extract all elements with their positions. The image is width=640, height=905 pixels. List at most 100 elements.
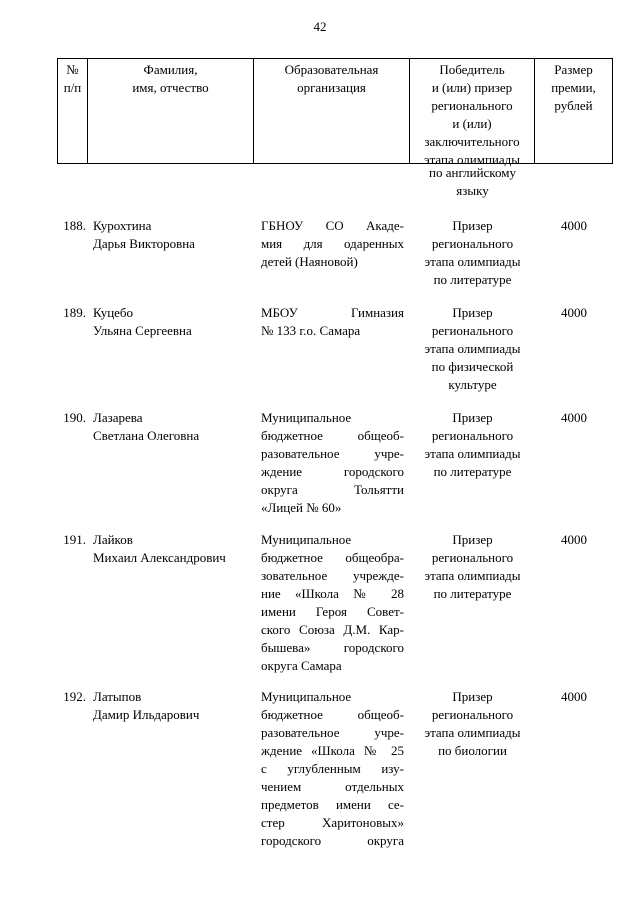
header-winner-line: Победитель bbox=[439, 62, 505, 77]
status-line: Призер bbox=[452, 305, 493, 320]
status-line: Призер bbox=[452, 218, 493, 233]
row-status: Призер регионального этапа олимпиады по … bbox=[410, 531, 535, 603]
row-status: Призер регионального этапа олимпиады по … bbox=[410, 217, 535, 289]
status-line: регионального bbox=[431, 707, 514, 722]
row-number: 192. bbox=[63, 689, 86, 704]
header-prize-line: рублей bbox=[554, 98, 593, 113]
org-line: мия для одаренных bbox=[261, 236, 404, 251]
org-line: имени Героя Совет- bbox=[261, 604, 404, 619]
given-names: Дамир Ильдарович bbox=[93, 707, 200, 722]
row-status: Призер регионального этапа олимпиады по … bbox=[410, 304, 535, 394]
status-line: регионального bbox=[431, 428, 514, 443]
org-line: зовательное учрежде- bbox=[261, 568, 404, 583]
status-line: регионального bbox=[431, 236, 514, 251]
header-prize-line: Размер bbox=[554, 62, 593, 77]
header-tail-line: языку bbox=[456, 183, 489, 198]
header-tail-line: по английскому bbox=[429, 165, 516, 180]
org-line: Муниципальное bbox=[261, 532, 352, 547]
org-line: бюджетное общеоб- bbox=[261, 707, 404, 722]
row-organization: Муниципальное бюджетное общеоб- разовате… bbox=[261, 688, 404, 850]
surname: Курохтина bbox=[93, 218, 152, 233]
status-line: регионального bbox=[431, 550, 514, 565]
row-prize-amount: 4000 bbox=[561, 218, 587, 233]
header-org-cell: Образовательная организация bbox=[253, 59, 409, 163]
status-line: по физической bbox=[431, 359, 514, 374]
given-names: Дарья Викторовна bbox=[93, 236, 195, 251]
status-line: регионального bbox=[431, 323, 514, 338]
surname: Куцебо bbox=[93, 305, 134, 320]
org-line: округа Самара bbox=[261, 658, 342, 673]
surname: Латыпов bbox=[93, 689, 142, 704]
status-line: этапа олимпиады bbox=[424, 725, 521, 740]
status-line: по биологии bbox=[438, 743, 507, 758]
row-prize-amount: 4000 bbox=[561, 410, 587, 425]
status-line: Призер bbox=[452, 410, 493, 425]
row-fullname: Латыпов Дамир Ильдарович bbox=[93, 688, 253, 724]
header-winner-line: заключительного bbox=[424, 134, 520, 149]
org-line: бюджетное общеоб- bbox=[261, 428, 404, 443]
header-winner-line: этапа олимпиады bbox=[423, 152, 521, 167]
header-name-line: Фамилия, bbox=[143, 62, 198, 77]
org-line: с углубленным изу- bbox=[261, 761, 404, 776]
surname: Лазарева bbox=[93, 410, 143, 425]
org-line: ждение «Школа № 25 bbox=[261, 743, 404, 758]
row-number: 188. bbox=[63, 218, 86, 233]
status-line: этапа олимпиады bbox=[424, 446, 521, 461]
header-num-line: п/п bbox=[63, 80, 82, 95]
header-num-cell: № п/п bbox=[57, 59, 87, 163]
row-organization: Муниципальное бюджетное общеоб- разовате… bbox=[261, 409, 404, 517]
row-prize-amount: 4000 bbox=[561, 532, 587, 547]
status-line: по литературе bbox=[433, 464, 512, 479]
header-name-line: имя, отчество bbox=[132, 80, 209, 95]
row-organization: МБОУ Гимназия № 133 г.о. Самара bbox=[261, 304, 404, 340]
status-line: этапа олимпиады bbox=[424, 341, 521, 356]
row-number: 189. bbox=[63, 305, 86, 320]
status-line: этапа олимпиады bbox=[424, 254, 521, 269]
status-line: Призер bbox=[452, 689, 493, 704]
org-line: № 133 г.о. Самара bbox=[261, 323, 361, 338]
org-line: чением отдельных bbox=[261, 779, 404, 794]
status-line: Призер bbox=[452, 532, 493, 547]
given-names: Светлана Олеговна bbox=[93, 428, 200, 443]
row-fullname: Лайков Михаил Александрович bbox=[93, 531, 253, 567]
org-line: «Лицей № 60» bbox=[261, 500, 342, 515]
org-line: стер Харитоновых» bbox=[261, 815, 404, 830]
org-line: Муниципальное bbox=[261, 410, 352, 425]
org-line: разовательное учре- bbox=[261, 446, 404, 461]
org-line: детей (Наяновой) bbox=[261, 254, 358, 269]
header-org-line: Образовательная bbox=[284, 62, 379, 77]
status-line: этапа олимпиады bbox=[424, 568, 521, 583]
row-fullname: Куцебо Ульяна Сергеевна bbox=[93, 304, 253, 340]
header-winner-tail: по английскому языку bbox=[410, 164, 535, 200]
header-winner-line: и (или) призер bbox=[431, 80, 513, 95]
row-organization: Муниципальное бюджетное общеобра- зовате… bbox=[261, 531, 404, 675]
status-line: по литературе bbox=[433, 272, 512, 287]
org-line: Муниципальное bbox=[261, 689, 352, 704]
header-prize-line: премии, bbox=[551, 80, 596, 95]
page-number: 42 bbox=[313, 19, 327, 34]
header-org-line: организация bbox=[297, 80, 366, 95]
org-line: предметов имени се- bbox=[261, 797, 404, 812]
org-line: ского Союза Д.М. Кар- bbox=[261, 622, 404, 637]
row-status: Призер регионального этапа олимпиады по … bbox=[410, 688, 535, 760]
surname: Лайков bbox=[93, 532, 133, 547]
org-line: ждение городского bbox=[261, 464, 404, 479]
org-line: городского округа bbox=[261, 833, 404, 848]
row-prize-amount: 4000 bbox=[561, 689, 587, 704]
status-line: культуре bbox=[448, 377, 497, 392]
table-header: № п/п Фамилия, имя, отчество Образовател… bbox=[57, 58, 613, 167]
row-fullname: Лазарева Светлана Олеговна bbox=[93, 409, 253, 445]
org-line: округа Тольятти bbox=[261, 482, 404, 497]
row-prize-amount: 4000 bbox=[561, 305, 587, 320]
row-number: 190. bbox=[63, 410, 86, 425]
org-line: МБОУ Гимназия bbox=[261, 305, 404, 320]
org-line: ние «Школа № 28 bbox=[261, 586, 404, 601]
row-fullname: Курохтина Дарья Викторовна bbox=[93, 217, 253, 253]
org-line: ГБНОУ СО Акаде- bbox=[261, 218, 404, 233]
org-line: разовательное учре- bbox=[261, 725, 404, 740]
given-names: Михаил Александрович bbox=[93, 550, 226, 565]
given-names: Ульяна Сергеевна bbox=[93, 323, 192, 338]
row-status: Призер регионального этапа олимпиады по … bbox=[410, 409, 535, 481]
status-line: по литературе bbox=[433, 586, 512, 601]
header-num-line: № bbox=[66, 62, 79, 77]
